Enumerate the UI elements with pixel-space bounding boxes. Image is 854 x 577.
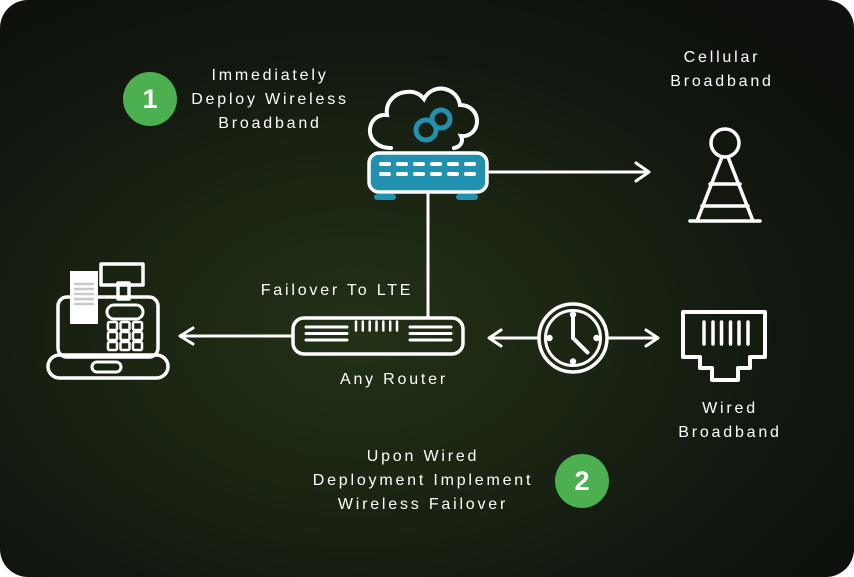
any-router-label: Any Router (339, 371, 449, 388)
step-1-label: Immediately Deploy Wireless Broadband (191, 67, 349, 132)
router-ports (379, 162, 476, 176)
cloud-logo-icon (413, 107, 453, 143)
generic-router-icon (291, 316, 465, 356)
ethernet-port-icon (681, 310, 767, 382)
step-1-number: 1 (142, 83, 158, 114)
step-2-badge: 2 (555, 454, 609, 508)
ethernet-pins (702, 320, 750, 346)
clock-hands (571, 314, 590, 355)
pos-cash-register-icon (46, 262, 170, 380)
cloud-lte-router-icon (367, 86, 489, 200)
wired-broadband-label: Wired Broadband (678, 400, 782, 441)
receipt-paper (70, 271, 98, 324)
failover-to-lte-label: Failover To LTE (260, 282, 414, 299)
arrow-to-pos (178, 326, 294, 346)
step-1-badge: 1 (123, 72, 177, 126)
failover-clock-icon (537, 302, 609, 374)
step-2-number: 2 (574, 465, 590, 496)
step-2-label: Upon Wired Deployment Implement Wireless… (312, 448, 534, 513)
cellular-broadband-label: Cellular Broadband (670, 49, 774, 90)
arrow-to-cellular (488, 161, 651, 183)
router-antenna-ticks (354, 320, 399, 332)
cellular-tower-icon (688, 127, 762, 223)
arrow-clock-right (605, 328, 660, 348)
pos-keypad (106, 320, 144, 352)
arrow-clock-left (487, 328, 541, 348)
